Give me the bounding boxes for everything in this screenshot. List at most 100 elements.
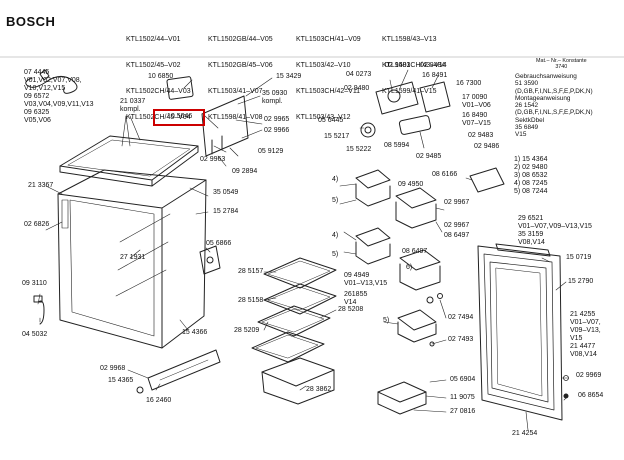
part-label: 28 5208	[338, 306, 364, 313]
door-shelves-part	[356, 168, 504, 346]
part-label: 02 9969	[576, 372, 602, 379]
part-label: 08 6497	[444, 232, 470, 239]
part-label: 5)	[383, 317, 390, 324]
part-label: 09 4949 V01–V13,V15	[344, 272, 388, 287]
thermostat-assembly-part	[361, 82, 450, 137]
glass-shelves-part	[252, 258, 336, 362]
part-label: 09 4950	[398, 181, 424, 188]
top-cover-part	[60, 136, 198, 186]
part-label: 6)	[406, 264, 413, 271]
model-item: KTL1502GB/44–V05	[208, 36, 273, 44]
part-label: 02 9486	[474, 143, 500, 150]
part-label: 09 2894	[232, 168, 258, 175]
part-label: 29 6521 V01–V07,V09–V13,V15 35 3159 V08,…	[518, 215, 592, 246]
model-item: KTL1502GB/45–V06	[208, 61, 273, 69]
leader-lines	[38, 70, 568, 430]
model-item: KTL1503CH/42–V11	[296, 87, 361, 95]
part-label: 02 9965	[264, 116, 290, 123]
part-label: 261855 V14	[344, 291, 368, 306]
small-parts-left	[34, 246, 220, 324]
part-label: 15 0719	[566, 254, 592, 261]
model-item: KTL1503CH/43–V14	[382, 61, 447, 69]
pin-part	[564, 394, 568, 398]
part-label: 21 4254	[512, 430, 538, 437]
highlight-box	[153, 109, 205, 126]
model-item: KTL1502CH/44–V03	[126, 87, 191, 95]
part-label: 28 5209	[234, 327, 260, 334]
screw-part	[564, 376, 569, 381]
part-label: 16 2460	[146, 397, 172, 404]
part-label: 15 4365	[108, 377, 134, 384]
part-label: 02 9480	[344, 85, 370, 92]
dairy-box-part	[378, 382, 426, 414]
part-label: 06 8654	[578, 392, 604, 399]
part-label: 08 6497	[402, 248, 428, 255]
part-label: 27 0816	[450, 408, 476, 415]
part-label: 5)	[332, 197, 339, 204]
part-label: 02 9483	[468, 132, 494, 139]
crisper-drawer-part	[262, 358, 334, 404]
part-label: 28 5158	[238, 297, 264, 304]
highlighted-part-number: 10 5046	[167, 113, 193, 120]
model-list-col4: KTL1598/43–V13 KTL1503CH/43–V14 KTL1599/…	[382, 19, 447, 114]
part-label: 15 2790	[568, 278, 594, 285]
ice-compartment-part	[167, 76, 248, 156]
part-label: 05 6904	[450, 376, 476, 383]
part-label: 02 9967	[444, 222, 470, 229]
part-label: 02 9967	[444, 199, 470, 206]
part-label: 04 0273	[346, 71, 372, 78]
part-label: 21 4255 V01–V07, V09–V13, V15 21 4477 V0…	[570, 311, 601, 358]
part-label: 21 0337 kompl.	[120, 98, 146, 113]
part-label: 02 9968	[100, 365, 126, 372]
part-label: 35 0549	[213, 189, 239, 196]
part-label: 15 5217	[324, 133, 350, 140]
part-label: 5)	[332, 251, 339, 258]
cabinet-part	[58, 170, 206, 348]
base-grille-part	[137, 350, 220, 393]
part-label: 27 1931	[120, 254, 146, 261]
part-label: 07 4445 V01,V02,V07,V08, V10,V12,V15 09 …	[24, 69, 94, 124]
door-part	[478, 244, 562, 420]
part-label: 4)	[332, 232, 339, 239]
manual-notes: Gebrauchsanweisung 51 3590 (D,GB,F,I,NL,…	[515, 73, 593, 139]
model-item: KTL1503/43–V12	[296, 113, 351, 121]
model-item: KTL1598/43–V13	[382, 36, 437, 44]
part-label: 16 7300	[456, 80, 482, 87]
model-item: KTL1502/44–V01	[126, 36, 181, 44]
part-label: 04 5032	[22, 331, 48, 338]
part-label: 08 5994	[384, 142, 410, 149]
brand-logo: BOSCH	[6, 14, 56, 29]
part-label: 35 0930 kompl.	[262, 90, 288, 105]
part-label: 28 5157	[238, 268, 264, 275]
part-label: 08 6166	[432, 171, 458, 178]
part-label: 02 9485	[416, 153, 442, 160]
part-label: 15 4366	[182, 329, 208, 336]
model-item: KTL1599/41–V15	[382, 87, 437, 95]
part-label: 15 3429	[276, 73, 302, 80]
model-item: KTL1503CH/41–V09	[296, 36, 361, 44]
part-label: 4)	[332, 176, 339, 183]
power-cord-part	[26, 70, 77, 93]
part-label: 02 6826	[24, 221, 50, 228]
model-item: KTL1502CH/45–V04	[126, 113, 191, 121]
part-label: 05 6866	[206, 240, 232, 247]
part-label: 15 5222	[346, 146, 372, 153]
part-label: 21 3367	[28, 182, 54, 189]
model-item: KTL1503/42–V10	[296, 61, 351, 69]
material-number-header: Mat.– Nr.– Konstante 3740	[536, 58, 587, 71]
part-label: 02 9963	[200, 156, 226, 163]
part-label: 10 6850	[148, 73, 174, 80]
model-item: KTL1503/41–V07	[208, 87, 263, 95]
part-label: 02 9481	[385, 62, 411, 69]
part-label: 09 3110	[22, 280, 47, 287]
part-label: 16 8490 V07–V15	[462, 112, 491, 127]
part-label: 02 9484	[420, 62, 446, 69]
part-label: 16 8491	[422, 72, 448, 79]
part-label: 02 7493	[448, 336, 474, 343]
part-label: 1) 15 4364 2) 02 9480 3) 08 6532 4) 08 7…	[514, 156, 548, 195]
model-list-col2: KTL1502GB/44–V05 KTL1502GB/45–V06 KTL150…	[208, 19, 273, 139]
part-label: 11 9075	[450, 394, 475, 401]
model-item: KTL1502/45–V02	[126, 61, 181, 69]
